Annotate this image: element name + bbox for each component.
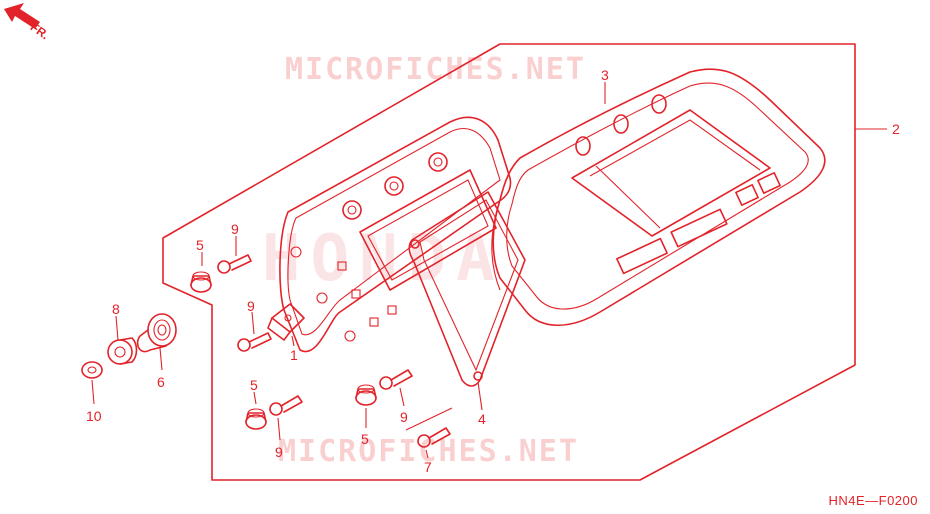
screw	[217, 254, 252, 274]
callout-10: 10	[86, 408, 102, 424]
screw	[379, 369, 413, 390]
watermark-middle: HONDA	[262, 222, 505, 296]
callout-9: 9	[400, 409, 408, 425]
nut	[245, 408, 267, 430]
nut	[190, 271, 212, 293]
watermark-bottom: MICROFICHES.NET	[278, 434, 579, 469]
assembly-outline	[162, 43, 856, 481]
collar	[107, 337, 138, 365]
callout-1: 1	[290, 347, 298, 363]
callout-9: 9	[275, 444, 283, 460]
screw	[269, 395, 303, 416]
callout-3: 3	[601, 67, 609, 83]
screw	[237, 332, 272, 352]
meter-cover	[491, 68, 826, 327]
callout-8: 8	[112, 301, 120, 317]
callout-5: 5	[196, 237, 204, 253]
washer	[81, 361, 103, 379]
callout-9: 9	[231, 221, 239, 237]
nut	[355, 384, 377, 406]
callout-6: 6	[157, 374, 165, 390]
gasket	[408, 191, 526, 387]
callout-2: 2	[892, 121, 900, 137]
rubber-grommet	[136, 313, 177, 353]
front-direction-arrow-icon	[4, 3, 40, 29]
callout-5: 5	[250, 377, 258, 393]
callout-7: 7	[424, 459, 432, 475]
callout-9: 9	[247, 298, 255, 314]
diagram-code: HN4E—F0200	[828, 493, 918, 508]
callout-4: 4	[478, 411, 486, 427]
callout-5: 5	[361, 431, 369, 447]
mounting-clip	[267, 303, 305, 341]
meter-housing	[279, 116, 512, 353]
screw	[417, 427, 451, 448]
